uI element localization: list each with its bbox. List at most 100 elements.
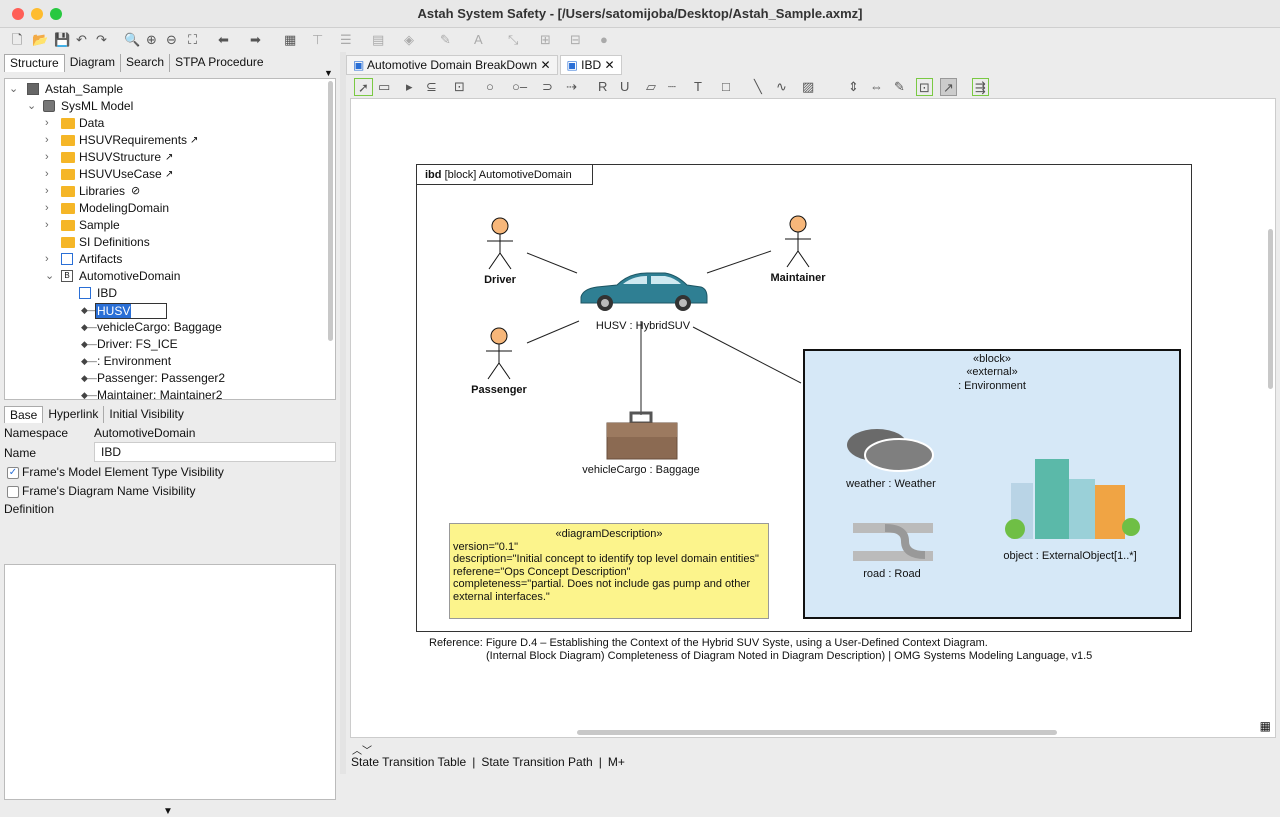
save-icon[interactable]: 💾	[54, 32, 71, 47]
chevron-right-icon[interactable]: ›	[45, 219, 49, 231]
chevron-right-icon[interactable]: ›	[45, 202, 49, 214]
expand-icon[interactable]: ︿﹀	[352, 746, 372, 757]
fill-color-icon[interactable]: ◈	[404, 32, 414, 47]
connector-tool-icon[interactable]: ⊆	[426, 79, 437, 94]
chevron-right-icon[interactable]: ›	[45, 253, 49, 265]
connector-passenger[interactable]	[526, 320, 580, 344]
tab-search[interactable]: Search	[121, 54, 171, 72]
font-color-icon[interactable]: A	[474, 32, 483, 47]
line-color-icon[interactable]: ✎	[440, 32, 451, 47]
tab-ibd[interactable]: ▣ IBD ✕	[559, 55, 622, 75]
layer-icon[interactable]: ▤	[372, 32, 385, 47]
chevron-right-icon[interactable]: ›	[45, 168, 49, 180]
tab-state-transition-path[interactable]: State Transition Path	[481, 755, 593, 769]
part-husv[interactable]: HUSV : HybridSUV	[577, 267, 709, 332]
tab-diagram[interactable]: Diagram	[65, 54, 122, 72]
actor-passenger[interactable]: Passenger	[467, 327, 531, 396]
tab-initial-visibility[interactable]: Initial Visibility	[109, 407, 184, 421]
lollipop-tool-icon[interactable]: ○–	[512, 79, 528, 94]
select-tool-icon[interactable]: ➚	[354, 78, 373, 96]
grid-icon[interactable]: ▦	[284, 32, 297, 47]
undo-icon[interactable]: ↶	[76, 32, 87, 47]
type-visibility-checkbox[interactable]: ✓	[7, 467, 19, 479]
snap-icon[interactable]: ⊡	[916, 78, 933, 96]
circle-icon[interactable]: ●	[600, 32, 608, 47]
line-style-icon[interactable]: ⤡	[508, 32, 519, 47]
vertical-scrollbar[interactable]	[1268, 229, 1273, 389]
connector-driver[interactable]	[526, 252, 578, 274]
collapse-arrow-icon[interactable]: ▼	[163, 806, 173, 817]
tab-stpa-procedure[interactable]: STPA Procedure	[175, 55, 264, 69]
redo-icon[interactable]: ↷	[96, 32, 107, 47]
zoom-in-icon[interactable]: ⊕	[146, 32, 157, 47]
new-file-icon[interactable]: 🗋	[12, 32, 23, 47]
name-field[interactable]: IBD	[94, 442, 336, 462]
usage-tool-icon[interactable]: U	[620, 79, 630, 94]
circle-tool-icon[interactable]: ○	[486, 79, 494, 94]
tree-layout-icon[interactable]: ⊞	[540, 32, 551, 47]
realize-tool-icon[interactable]: R	[598, 79, 608, 94]
align-icon[interactable]: ⊤	[312, 32, 324, 47]
socket-tool-icon[interactable]: ⊃	[542, 79, 553, 94]
ibd-frame[interactable]: ibd [block] AutomotiveDomain	[416, 164, 1192, 632]
tab-automotive-domain-breakdown[interactable]: ▣ Automotive Domain BreakDown ✕	[346, 55, 558, 75]
zoom-icon[interactable]: 🔍	[124, 32, 141, 47]
open-file-icon[interactable]: 📂	[32, 32, 49, 47]
distribute-icon[interactable]: ☰	[340, 32, 352, 47]
close-icon[interactable]: ✕	[604, 58, 615, 72]
part-environment[interactable]: «block» «external» : Environment weather…	[803, 349, 1181, 619]
overview-icon[interactable]: ▦	[1259, 719, 1271, 733]
actor-driver[interactable]: Driver	[475, 217, 525, 286]
back-icon[interactable]: ⬅	[218, 32, 229, 47]
close-icon[interactable]: ✕	[540, 58, 551, 72]
tree-scrollbar[interactable]	[328, 81, 333, 341]
horizontal-scrollbar[interactable]	[577, 730, 1057, 735]
chevron-right-icon[interactable]: ›	[45, 134, 49, 146]
tab-state-transition-table[interactable]: State Transition Table	[351, 755, 467, 769]
chevron-down-icon[interactable]: ⌄	[27, 100, 37, 112]
dependency-tool-icon[interactable]: ⇢	[566, 79, 577, 94]
connector-maintainer[interactable]	[706, 250, 772, 274]
chevron-down-icon[interactable]: ⌄	[45, 270, 55, 282]
panel-menu-icon[interactable]: ▼	[324, 68, 333, 78]
part-vehicle-cargo[interactable]: vehicleCargo : Baggage	[581, 411, 701, 476]
chevron-right-icon[interactable]: ›	[45, 117, 49, 129]
definition-textarea[interactable]	[4, 564, 336, 800]
part-road[interactable]: road : Road	[845, 511, 939, 580]
line-style-icon[interactable]: ↗	[940, 78, 957, 96]
connector-environment[interactable]	[692, 326, 802, 384]
auto-layout-icon[interactable]: ⇶	[972, 78, 989, 96]
splitter[interactable]	[340, 52, 346, 774]
note-anchor-tool-icon[interactable]: ┈	[668, 79, 676, 94]
curve-tool-icon[interactable]: ∿	[776, 79, 787, 94]
image-tool-icon[interactable]: ▨	[802, 79, 815, 94]
fit-icon[interactable]: ⛶	[188, 32, 198, 47]
part-tool-icon[interactable]: ⊡	[454, 79, 465, 94]
block-tool-icon[interactable]: ▭	[378, 79, 391, 94]
part-weather[interactable]: weather : Weather	[839, 423, 943, 490]
zoom-window-button[interactable]	[50, 8, 62, 20]
text-tool-icon[interactable]: T	[694, 79, 702, 94]
align-horizontal-icon[interactable]: ⇔	[870, 79, 883, 94]
tab-m-plus[interactable]: M+	[607, 755, 625, 769]
close-window-button[interactable]	[12, 8, 24, 20]
diagram-canvas[interactable]: ibd [block] AutomotiveDomain Driver Main…	[350, 98, 1276, 738]
chevron-right-icon[interactable]: ›	[45, 185, 49, 197]
diagram-view-icon[interactable]: ⊟	[570, 32, 581, 47]
port-tool-icon[interactable]: ▸	[406, 79, 413, 94]
note-tool-icon[interactable]: ▱	[646, 79, 656, 94]
align-vertical-icon[interactable]: ⇕	[848, 79, 859, 94]
tab-structure[interactable]: Structure	[4, 54, 65, 72]
name-visibility-checkbox[interactable]	[7, 486, 19, 498]
pin-icon[interactable]: ✎	[894, 79, 905, 94]
actor-maintainer[interactable]: Maintainer	[765, 215, 831, 284]
tab-base[interactable]: Base	[4, 406, 44, 423]
chevron-down-icon[interactable]: ⌄	[9, 83, 19, 95]
line-tool-icon[interactable]: ╲	[754, 79, 762, 94]
rectangle-tool-icon[interactable]: □	[722, 79, 730, 94]
tab-hyperlink[interactable]: Hyperlink	[43, 406, 105, 423]
zoom-out-icon[interactable]: ⊖	[166, 32, 177, 47]
diagram-description-note[interactable]: «diagramDescription» version="0.1" descr…	[449, 523, 769, 619]
part-object[interactable]: object : ExternalObject[1..*]	[985, 455, 1155, 562]
minimize-window-button[interactable]	[31, 8, 43, 20]
